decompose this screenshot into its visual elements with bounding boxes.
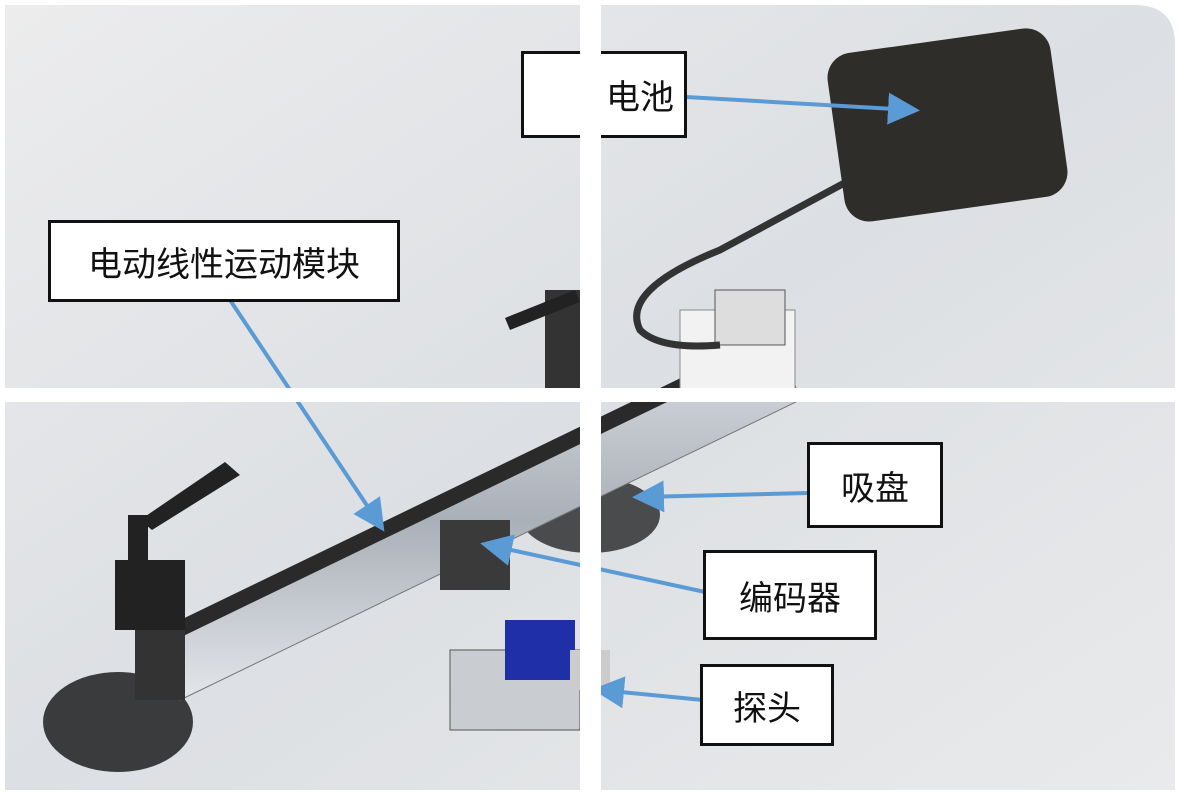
clamp-left-base — [135, 630, 185, 700]
label-battery-text: 电池 — [606, 78, 674, 118]
arrow-linear-module — [228, 298, 385, 532]
arrow-suction-cup — [632, 480, 809, 513]
rail-slot — [170, 330, 785, 640]
encoder — [440, 520, 510, 590]
label-battery: 电池 — [521, 51, 687, 138]
clamp-left-post — [128, 515, 148, 565]
label-encoder-text: 编码器 — [739, 578, 841, 619]
arrow-battery — [685, 92, 920, 125]
divider-horizontal — [0, 388, 1180, 402]
clamp-left-body — [115, 560, 185, 630]
label-probe: 探头 — [700, 664, 834, 746]
label-linear-module-text: 电动线性运动模块 — [88, 244, 360, 285]
clamp-handle-left — [140, 462, 240, 530]
arrow-probe — [592, 676, 704, 709]
probe-block — [505, 620, 575, 680]
battery — [827, 28, 1068, 222]
label-probe-text: 探头 — [733, 688, 801, 729]
label-suction-cup-text: 吸盘 — [841, 468, 909, 509]
label-suction-cup: 吸盘 — [807, 442, 943, 528]
battery-cable — [633, 176, 852, 350]
clamp-handle-right — [505, 290, 580, 330]
label-encoder: 编码器 — [703, 550, 877, 640]
label-linear-module: 电动线性运动模块 — [48, 220, 400, 302]
cable-connector — [714, 289, 786, 346]
